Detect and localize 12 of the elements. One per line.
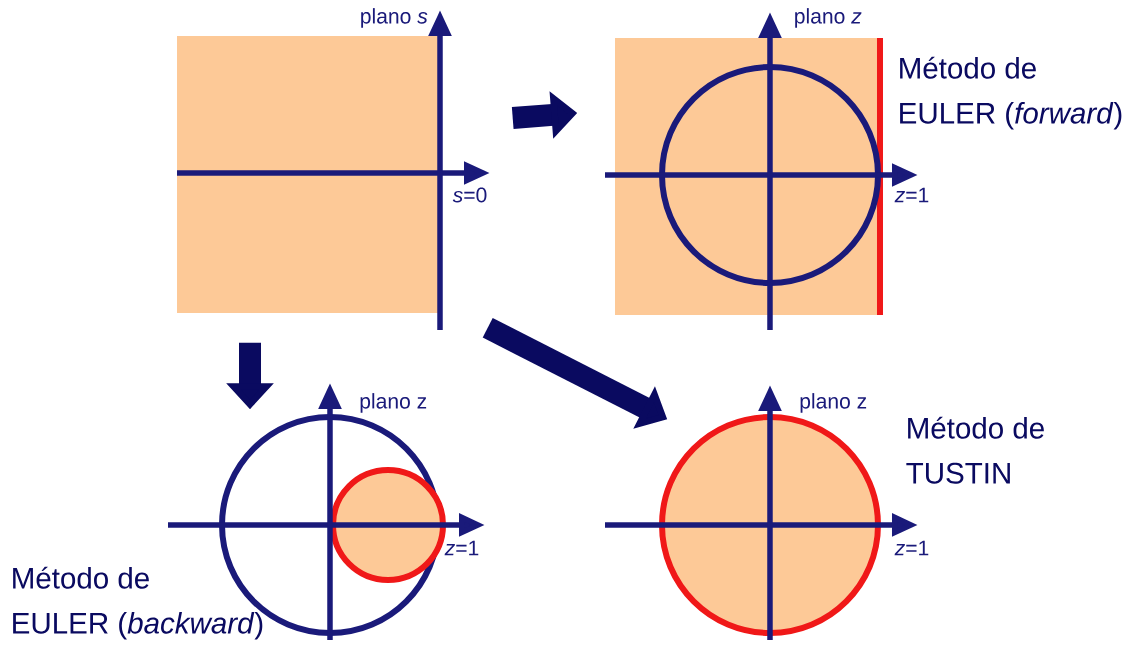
axis-label: z=1 <box>894 540 929 556</box>
plane-label: plano z <box>800 393 867 413</box>
axis-label: z=1 <box>444 540 479 556</box>
plane-diagram <box>605 8 1122 330</box>
method-label: Método de TUSTIN <box>906 416 1044 484</box>
plane-label: plano z <box>795 8 862 28</box>
axis-label: z=1 <box>894 187 929 203</box>
plane-label: plano z <box>360 393 427 413</box>
plane-label: plano s <box>361 8 428 28</box>
method-label: Método de EULER (forward) <box>900 56 1122 130</box>
axis-label: s=0 <box>452 187 487 203</box>
method-label: Método de EULER (backward) <box>13 566 263 640</box>
